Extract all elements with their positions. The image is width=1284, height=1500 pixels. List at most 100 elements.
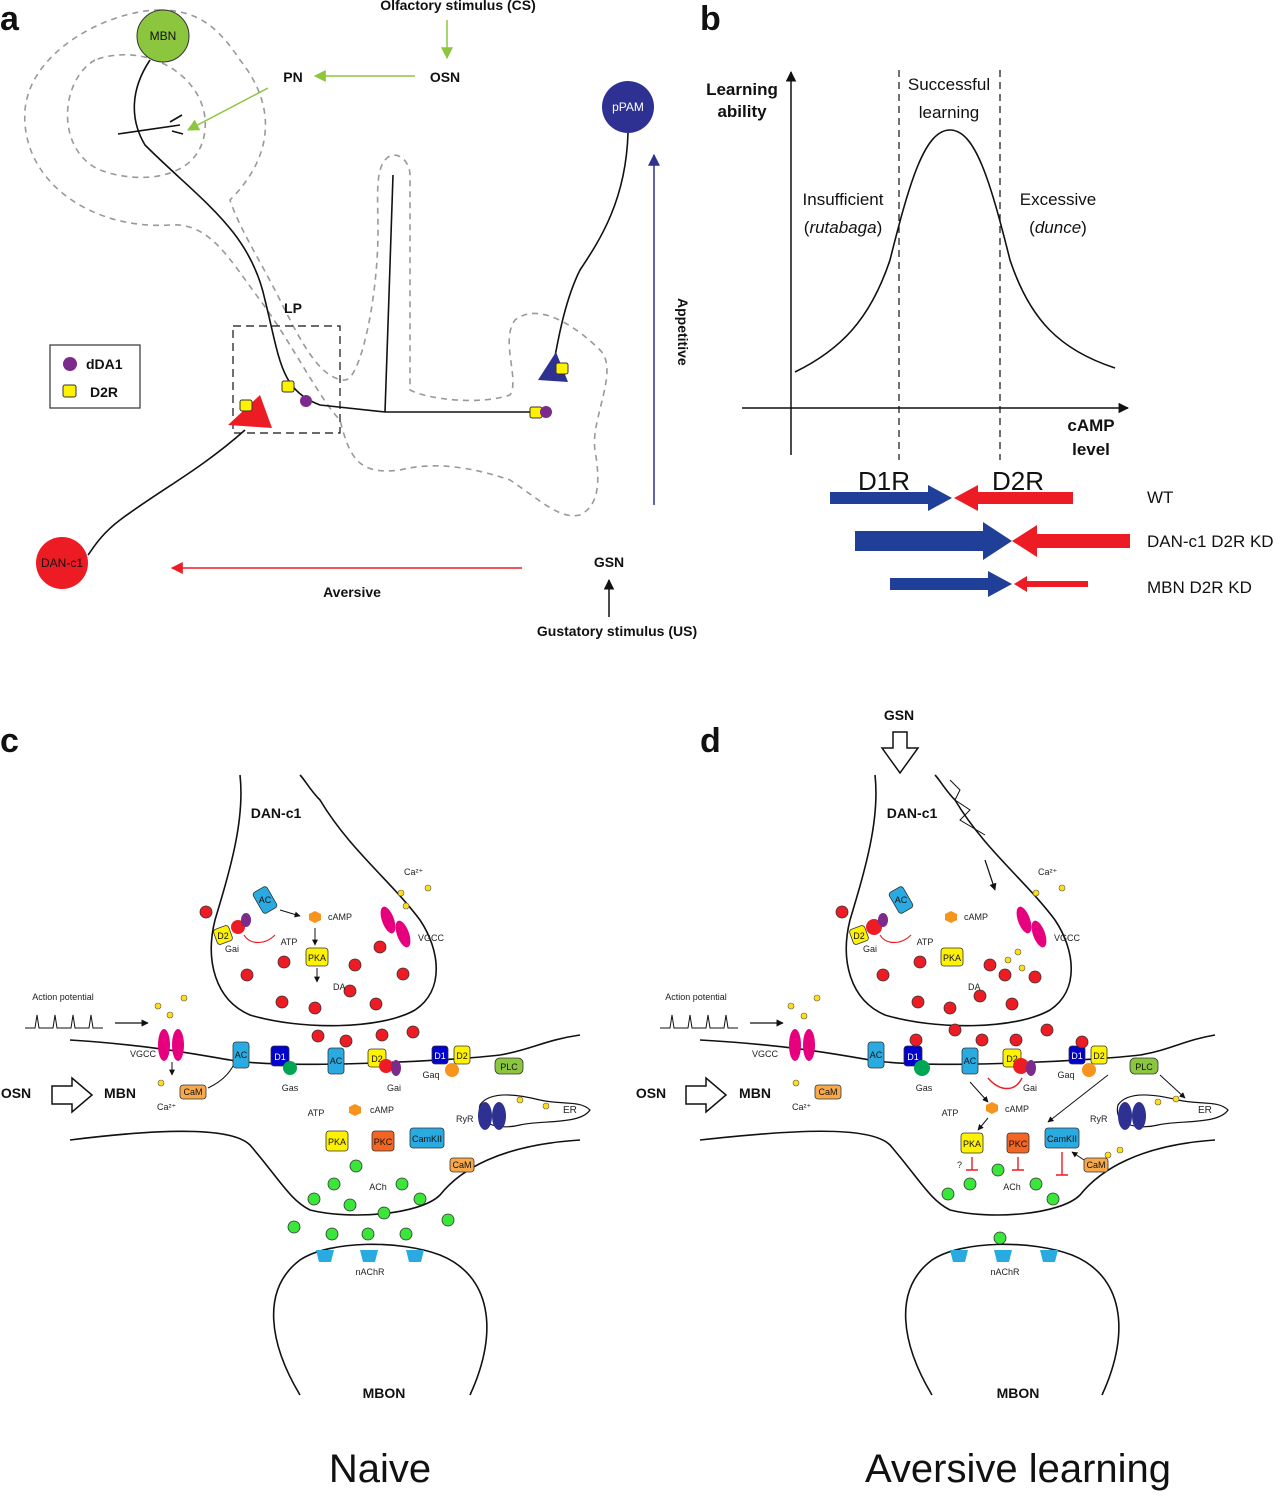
d1-label-d: D1 xyxy=(907,1052,919,1062)
dan-atp-label: ATP xyxy=(281,937,298,947)
d2-label: D2 xyxy=(371,1054,383,1064)
ach-vesicle xyxy=(395,1177,409,1191)
dan-label-d: DAN-c1 xyxy=(887,805,938,821)
dan-terminal-outline-d xyxy=(845,774,1072,1027)
da-released-d xyxy=(1009,1033,1023,1047)
atp-label-d: ATP xyxy=(942,1108,959,1118)
ac-camp-arrow xyxy=(969,1081,989,1103)
mbn-axon-bottom xyxy=(69,1130,581,1216)
da-vesicle-d xyxy=(911,995,925,1009)
ach-released xyxy=(361,1227,375,1241)
lp-label: LP xyxy=(284,300,302,316)
dan-gai-label-d: Gai xyxy=(863,944,877,954)
dan-vgcc-d-1 xyxy=(1016,906,1032,934)
dan-c1-d2r xyxy=(239,399,253,412)
panel-d-label: d xyxy=(700,722,721,760)
ca-dot xyxy=(166,1011,174,1019)
dan-pka-d xyxy=(940,947,964,967)
da-vesicle xyxy=(343,984,357,998)
dan-terminal-outline xyxy=(210,774,437,1027)
ryr-label: RyR xyxy=(456,1114,474,1124)
dan-vgcc-2 xyxy=(395,920,411,948)
cam-label-2: CaM xyxy=(452,1160,471,1170)
panel-b-label: b xyxy=(700,0,721,38)
da-vesicle xyxy=(240,968,254,982)
cam-box xyxy=(179,1084,207,1100)
gas-protein-d xyxy=(914,1060,930,1076)
da-vesicle xyxy=(275,995,289,1009)
d1-receptor-2 xyxy=(431,1045,449,1065)
ach-vesicle xyxy=(377,1206,391,1220)
da-vesicle-d xyxy=(1005,997,1019,1011)
da-label: DA xyxy=(333,982,346,992)
gas-protein xyxy=(283,1061,297,1075)
panel-c-label: c xyxy=(0,722,19,760)
osn-input-arrow xyxy=(51,1076,94,1114)
dan-ca-dot xyxy=(424,884,432,892)
osn-label-d: OSN xyxy=(636,1085,666,1101)
appetitive-label: Appetitive xyxy=(675,298,691,366)
er-label-d: ER xyxy=(1198,1105,1212,1116)
da-released-d xyxy=(975,1033,989,1047)
row-dan-kd-label: DAN-c1 D2R KD xyxy=(1147,532,1274,551)
plc-er-arrow xyxy=(1159,1074,1186,1099)
camp-hexagon-d xyxy=(986,1102,998,1114)
dan-gai-label: Gai xyxy=(225,944,239,954)
mbn-kd-d1r-arrow xyxy=(890,571,1012,597)
ca-dot-er xyxy=(542,1102,550,1110)
dan-vgcc-d-2 xyxy=(1031,920,1047,948)
osn-label: OSN xyxy=(430,69,460,85)
gai-protein xyxy=(379,1059,393,1073)
panel-a-label: a xyxy=(0,0,20,38)
dunce-label: (dunce) xyxy=(1029,218,1087,237)
gai-beta-d xyxy=(1026,1060,1036,1076)
dan-pka-label-d: PKA xyxy=(943,953,961,963)
ca-dot-er-d xyxy=(1154,1098,1162,1106)
dan-vgcc-label: VGCC xyxy=(418,933,445,943)
ach-vesicle xyxy=(307,1192,321,1206)
da-vesicle-d xyxy=(1028,970,1042,984)
da-released xyxy=(311,1029,325,1043)
ryr-d-1 xyxy=(1118,1102,1132,1130)
gai-protein-d xyxy=(1013,1058,1029,1074)
vgcc-mbn-d-2 xyxy=(803,1029,815,1061)
gsn-input-arrow xyxy=(880,731,920,775)
d2-receptor-d-2 xyxy=(1090,1045,1108,1065)
d1r-label: D1R xyxy=(858,466,910,496)
dan-d2-label: D2 xyxy=(217,931,229,941)
da-released xyxy=(375,1028,389,1042)
y-axis-label-1: Learning xyxy=(706,80,778,99)
d1-receptor-d-2 xyxy=(1068,1045,1086,1065)
d1-label: D1 xyxy=(274,1052,286,1062)
wt-d2r-arrow xyxy=(954,485,1073,511)
calyx-outline xyxy=(66,54,206,179)
mbn-dda1-tip xyxy=(540,406,552,418)
ac-label-d-2: AC xyxy=(964,1056,977,1066)
dan-ca-dot-d xyxy=(1014,948,1022,956)
ppam-d2r xyxy=(555,362,569,375)
ca-dot-d xyxy=(787,1002,795,1010)
d2-label-2: D2 xyxy=(456,1051,468,1061)
ach-released xyxy=(441,1213,455,1227)
gas-label: Gas xyxy=(282,1083,299,1093)
dan-pka-label: PKA xyxy=(308,953,326,963)
x-axis-label-1: cAMP xyxy=(1067,416,1114,435)
ppam-axon xyxy=(553,132,629,363)
legend-d2r-label: D2R xyxy=(90,384,118,400)
nachr-d xyxy=(950,1250,968,1262)
ach-vesicle xyxy=(413,1192,427,1206)
mbon-label: MBON xyxy=(363,1385,406,1401)
gai-label-d: Gai xyxy=(1023,1083,1037,1093)
vgcc-mbn-2 xyxy=(172,1029,184,1061)
dan-camp-label: cAMP xyxy=(328,912,352,922)
action-potential-trace xyxy=(25,1014,103,1029)
ca-dot-d xyxy=(1116,1146,1124,1154)
x-axis-label-2: level xyxy=(1072,440,1110,459)
dan-c1-label: DAN-c1 xyxy=(41,556,83,570)
nachr-d xyxy=(994,1250,1012,1262)
d1-label-d-2: D1 xyxy=(1071,1051,1083,1061)
vgcc-mbn-d xyxy=(789,1029,801,1061)
dan-gai-beta-d xyxy=(878,913,888,927)
camkii-box-d xyxy=(1044,1127,1080,1149)
